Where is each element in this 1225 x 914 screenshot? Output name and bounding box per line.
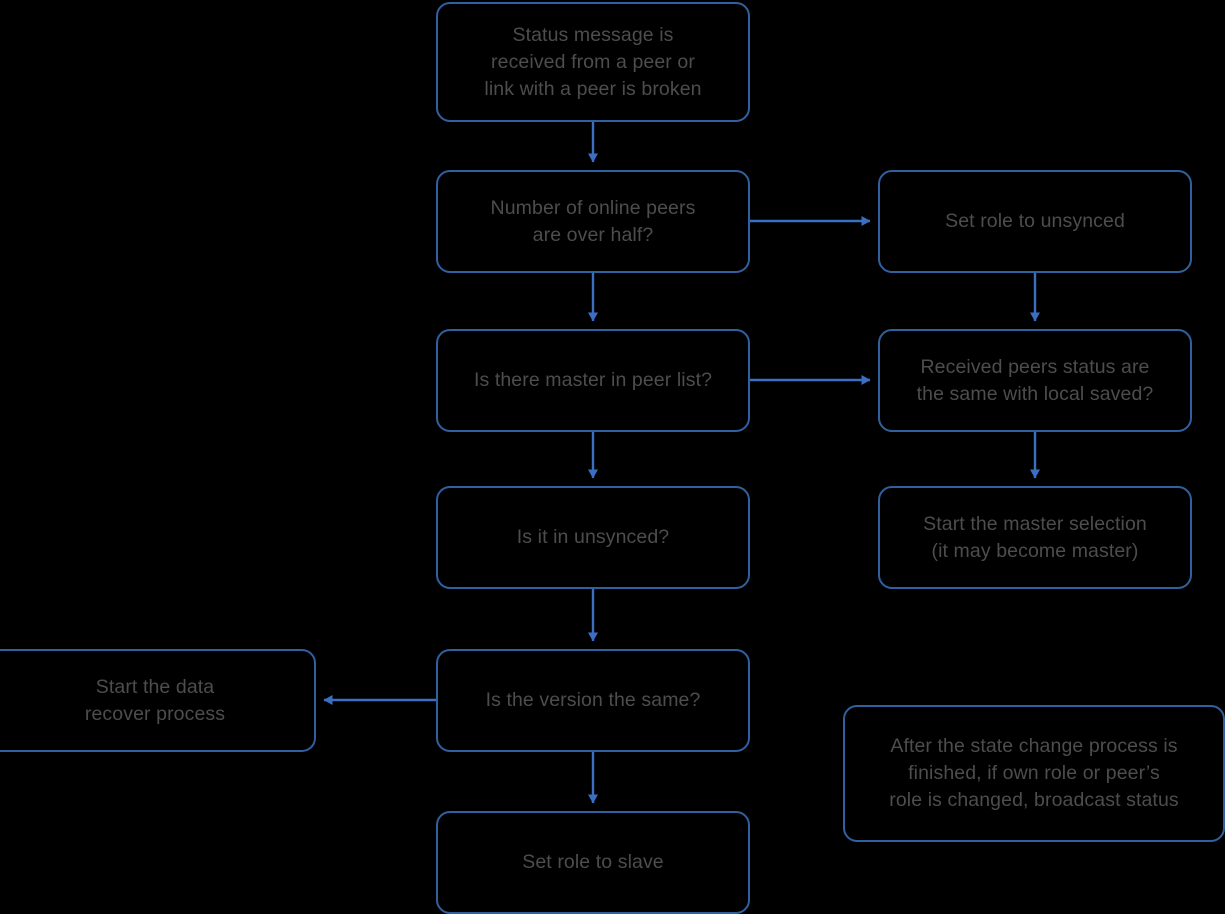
online-peers-over-half-node-label: Number of online peers are over half?: [490, 196, 696, 246]
set-role-to-unsynced-node[interactable]: Set role to unsynced: [878, 170, 1192, 273]
received-peers-status-same-node-label: Received peers status are the same with …: [916, 355, 1154, 405]
status-message-received-node[interactable]: Status message is received from a peer o…: [436, 2, 750, 122]
is-version-the-same-node[interactable]: Is the version the same?: [436, 649, 750, 752]
start-data-recover-process-node-label: Start the data recover process: [84, 675, 226, 725]
set-role-to-slave-node-label: Set role to slave: [522, 851, 664, 873]
broadcast-status-note-node[interactable]: After the state change process is finish…: [843, 705, 1225, 842]
is-it-in-unsynced-node-label: Is it in unsynced?: [516, 526, 670, 548]
master-in-peer-list-node-label: Is there master in peer list?: [473, 369, 713, 391]
broadcast-status-note-node-label: After the state change process is finish…: [889, 735, 1179, 811]
online-peers-over-half-node[interactable]: Number of online peers are over half?: [436, 170, 750, 273]
is-version-the-same-node-label: Is the version the same?: [485, 689, 701, 711]
set-role-to-slave-node[interactable]: Set role to slave: [436, 811, 750, 914]
start-master-selection-node-label: Start the master selection (it may becom…: [923, 512, 1147, 562]
start-master-selection-node[interactable]: Start the master selection (it may becom…: [878, 486, 1192, 589]
master-in-peer-list-node[interactable]: Is there master in peer list?: [436, 329, 750, 432]
set-role-to-unsynced-node-label: Set role to unsynced: [945, 210, 1125, 232]
status-message-received-node-label: Status message is received from a peer o…: [484, 23, 702, 100]
received-peers-status-same-node[interactable]: Received peers status are the same with …: [878, 329, 1192, 432]
start-data-recover-process-node[interactable]: Start the data recover process: [0, 649, 316, 752]
is-it-in-unsynced-node[interactable]: Is it in unsynced?: [436, 486, 750, 589]
